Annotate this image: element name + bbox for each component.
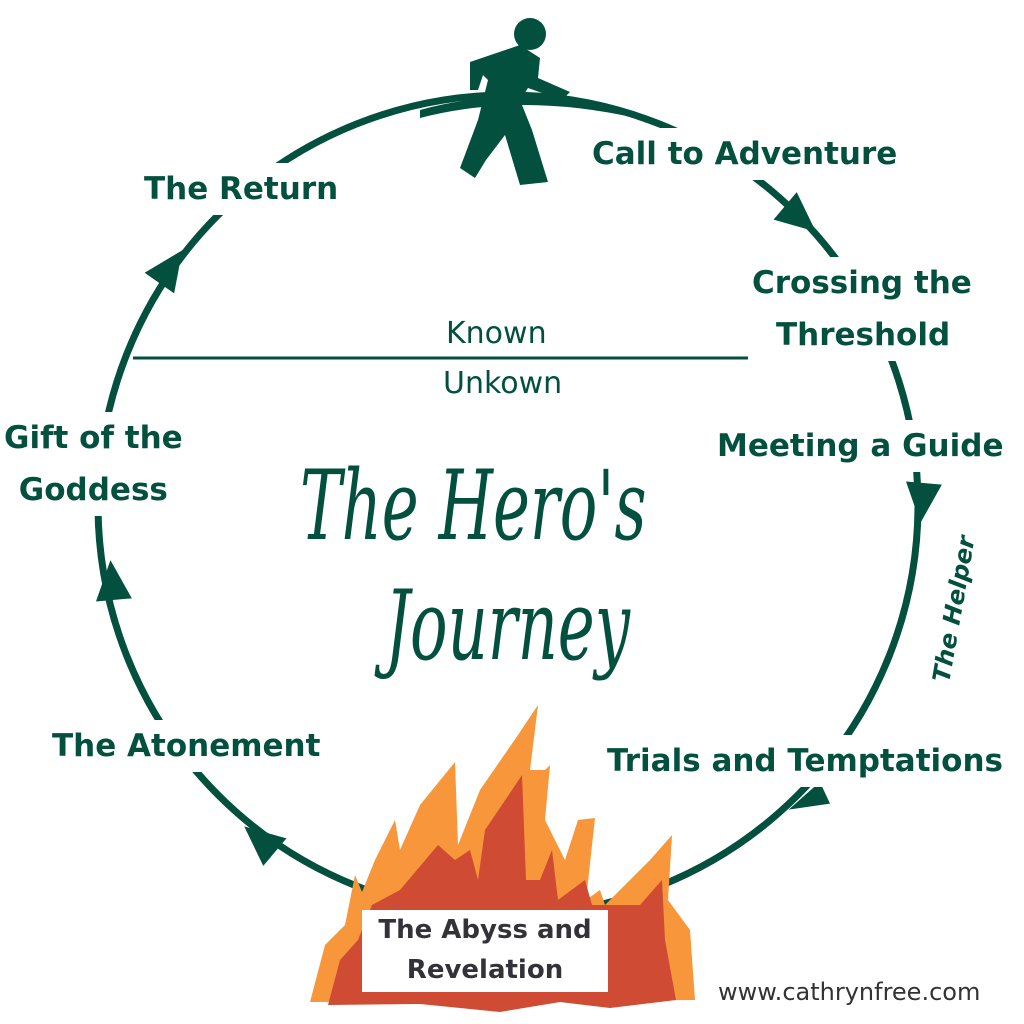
title-line-1: The Hero's (300, 450, 647, 562)
abyss-line-1: The Abyss and (378, 915, 592, 945)
stage-meeting-guide: Meeting a Guide (713, 420, 1008, 472)
known-label: Known (446, 316, 547, 351)
stage-the-return: The Return (140, 163, 343, 215)
unknown-label: Unkown (443, 366, 563, 401)
crossing-line-1: Crossing the (752, 265, 972, 301)
stage-trials-temptations: Trials and Temptations (603, 735, 1007, 787)
stage-atonement: The Atonement (48, 720, 325, 772)
stage-abyss-revelation: The Abyss and Revelation (362, 910, 608, 992)
arrow-icon (788, 781, 831, 810)
arrow-icon (144, 250, 183, 294)
arrow-icon (905, 481, 942, 523)
stage-gift-goddess: Gift of the Goddess (0, 412, 187, 516)
arrow-icon (773, 192, 816, 232)
gift-line-1: Gift of the (4, 420, 183, 456)
gift-line-2: Goddess (18, 472, 168, 508)
crossing-line-2: Threshold (776, 317, 951, 353)
title-line-2: Journey (385, 570, 630, 682)
stage-crossing-threshold: Crossing the Threshold (748, 257, 976, 361)
abyss-line-2: Revelation (406, 955, 564, 985)
arrow-icon (95, 560, 132, 602)
stage-call-to-adventure: Call to Adventure (588, 128, 902, 180)
arrow-icon (244, 826, 287, 866)
website-link[interactable]: www.cathrynfree.com (718, 978, 981, 1006)
